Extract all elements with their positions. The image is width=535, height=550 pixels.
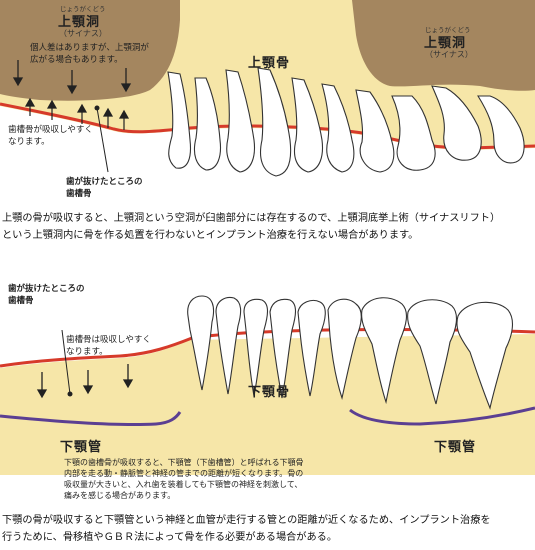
lower-caption-line: 行うために、骨移植やＧＢＲ法によって骨を作る必要がある場合がある。 <box>2 532 338 543</box>
upper-tooth <box>355 89 395 173</box>
upper-tooth <box>391 95 436 171</box>
lower-gum-line <box>0 328 535 368</box>
lower-resorb-note-line: なります。 <box>66 347 108 357</box>
upper-caption-line: という上顎洞内に骨を作る処置を行わないとインプラント治療を行えない場合があります… <box>2 230 419 241</box>
upper-extraction-label-line: 歯が抜けたところの <box>66 177 143 187</box>
canal-note-line: 内部を走る動・静脈管と神経の管までの距離が短くなります。骨の <box>64 469 304 478</box>
lower-tooth <box>456 301 514 410</box>
upper-tooth <box>193 77 222 171</box>
lower-tooth <box>361 297 408 405</box>
sinus-expansion-arrows <box>12 60 132 95</box>
sinus-left-ruby: じょうがくどう <box>60 5 106 13</box>
lower-resorption-arrows <box>36 364 134 399</box>
upper-tooth <box>431 85 482 161</box>
lower-tooth <box>297 299 326 397</box>
maxillary-sinus-left <box>0 0 180 101</box>
sinus-note-line: 個人差はありますが、上顎洞が <box>30 43 149 53</box>
lower-extraction-label-line: 歯が抜けたところの <box>8 284 85 294</box>
upper-tooth <box>167 71 192 169</box>
upper-resorb-note-line: 歯槽骨が吸収しやすく <box>8 125 93 135</box>
upper-resorb-note-line: なります。 <box>8 137 50 147</box>
upper-teeth <box>167 67 525 177</box>
lower-resorb-note: 歯槽骨は吸収しやすく なります。 <box>66 334 186 358</box>
sinus-right-subtitle: （サイナス） <box>425 50 473 59</box>
upper-extraction-label-line: 歯槽骨 <box>66 189 92 199</box>
upper-tooth <box>225 69 256 173</box>
lower-tooth <box>243 298 269 397</box>
sinus-note: 個人差はありますが、上顎洞が 広がる場合もあります。 <box>30 42 180 66</box>
sinus-left-subtitle: （サイナス） <box>59 29 107 38</box>
lower-extraction-label-line: 歯槽骨 <box>8 296 34 306</box>
mandibular-canal-note: 下顎の歯槽骨が吸収すると、下顎管（下歯槽管）と呼ばれる下顎骨 内部を走る動・静脈… <box>64 457 384 501</box>
canal-note-line: 吸収量が大きいと、入れ歯を装着しても下顎管の神経を刺激して、 <box>64 480 303 489</box>
maxillary-sinus-right <box>352 0 535 91</box>
lower-resorb-note-line: 歯槽骨は吸収しやすく <box>66 335 151 345</box>
extraction-pointer-line <box>96 107 109 173</box>
lower-tooth <box>407 299 458 405</box>
lower-caption-line: 下顎の骨が吸収すると下顎管という神経と血管が走行する管との距離が近くなるため、イ… <box>2 515 491 526</box>
mandibular-canal-right <box>349 406 535 426</box>
mandibular-canal-left-label: 下顎管 <box>60 440 103 455</box>
upper-tooth <box>257 67 292 177</box>
upper-tooth <box>291 77 324 173</box>
canal-note-line: 下顎の歯槽骨が吸収すると、下顎管（下歯槽管）と呼ばれる下顎骨 <box>64 458 304 467</box>
sinus-note-line: 広がる場合もあります。 <box>30 55 123 65</box>
upper-jaw-diagram <box>0 0 535 177</box>
resorption-arrows <box>24 97 130 130</box>
mandible-label: 下顎骨 <box>248 385 291 400</box>
lower-tooth <box>327 298 362 401</box>
lower-jaw-diagram <box>0 295 535 475</box>
sinus-right-ruby: じょうがくどう <box>425 26 471 34</box>
lower-teeth <box>187 295 514 410</box>
mandibular-canal-left <box>0 411 182 427</box>
upper-caption-line: 上顎の骨が吸収すると、上顎洞という空洞が臼歯部分には存在するので、上顎洞底挙上術… <box>2 213 501 224</box>
upper-resorb-note: 歯槽骨が吸収しやすく なります。 <box>8 124 128 148</box>
upper-tooth <box>321 83 355 173</box>
lower-tooth <box>215 296 242 395</box>
upper-tooth <box>477 95 525 164</box>
sinus-right-title: 上顎洞 <box>424 36 467 51</box>
canal-note-line: 痛みを感じる場合があります。 <box>64 491 176 500</box>
lower-extraction-label: 歯が抜けたところの 歯槽骨 <box>8 283 138 307</box>
lower-tooth <box>269 298 297 399</box>
mandibular-canal-right-label: 下顎管 <box>434 440 477 455</box>
upper-caption: 上顎の骨が吸収すると、上顎洞という空洞が臼歯部分には存在するので、上顎洞底挙上術… <box>2 210 500 244</box>
lower-caption: 下顎の骨が吸収すると下顎管という神経と血管が走行する管との距離が近くなるため、イ… <box>2 512 491 546</box>
lower-tooth <box>187 295 215 391</box>
lower-extraction-pointer <box>61 329 71 395</box>
sinus-left-title: 上顎洞 <box>58 15 101 30</box>
upper-extraction-label: 歯が抜けたところの 歯槽骨 <box>66 176 186 200</box>
lower-jaw-bone <box>0 334 535 475</box>
maxilla-label: 上顎骨 <box>248 56 291 71</box>
